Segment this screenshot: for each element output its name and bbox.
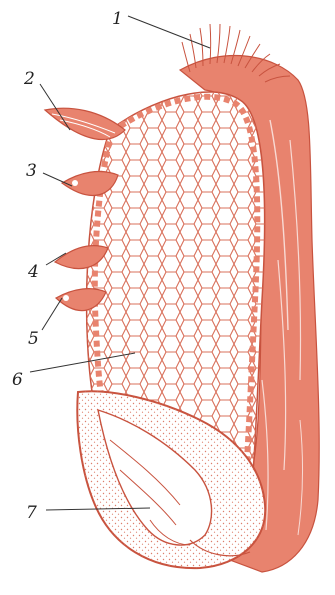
label-5: 5 <box>28 329 39 349</box>
label-2: 2 <box>23 69 35 89</box>
label-7: 7 <box>26 503 37 523</box>
label-3: 3 <box>26 161 37 181</box>
label-6: 6 <box>12 370 23 390</box>
label-4: 4 <box>27 262 39 282</box>
bract-2 <box>45 108 125 139</box>
label-1: 1 <box>112 9 123 29</box>
